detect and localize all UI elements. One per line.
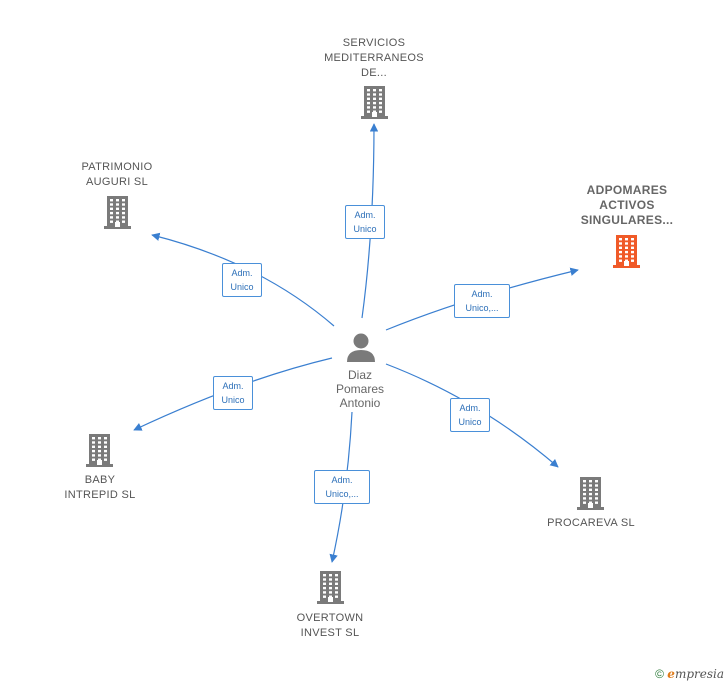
edge-badge-patrimonio: Adm. Unico [222, 263, 262, 297]
footer-brand[interactable]: © empresia [655, 667, 724, 681]
node-label-servicios[interactable]: SERVICIOS MEDITERRANEOS DE... [324, 37, 424, 79]
edge-badge-overtown: Adm. Unico,... [314, 470, 370, 504]
building-icon[interactable] [613, 235, 640, 268]
building-icon[interactable] [577, 477, 604, 510]
brand-logo: empresia [667, 667, 724, 681]
node-label-adpomares[interactable]: ADPOMARES ACTIVOS SINGULARES... [580, 183, 674, 227]
node-label-overtown[interactable]: OVERTOWN INVEST SL [296, 612, 364, 639]
center-person-label[interactable]: Diaz Pomares Antonio [335, 368, 385, 410]
node-label-patrimonio[interactable]: PATRIMONIO AUGURI SL [81, 161, 153, 188]
building-icon[interactable] [317, 571, 344, 604]
edge-badge-baby: Adm. Unico [213, 376, 253, 410]
copyright-icon: © [655, 667, 664, 681]
building-icon[interactable] [86, 434, 113, 467]
edge-badge-servicios: Adm. Unico [345, 205, 385, 239]
edge-badge-adpomares: Adm. Unico,... [454, 284, 510, 318]
node-label-baby[interactable]: BABY INTREPID SL [64, 474, 136, 501]
edge-badge-procareva: Adm. Unico [450, 398, 490, 432]
building-icon[interactable] [104, 196, 131, 229]
node-label-procareva[interactable]: PROCAREVA SL [547, 517, 635, 529]
building-icon[interactable] [361, 86, 388, 119]
person-icon[interactable] [347, 333, 375, 363]
